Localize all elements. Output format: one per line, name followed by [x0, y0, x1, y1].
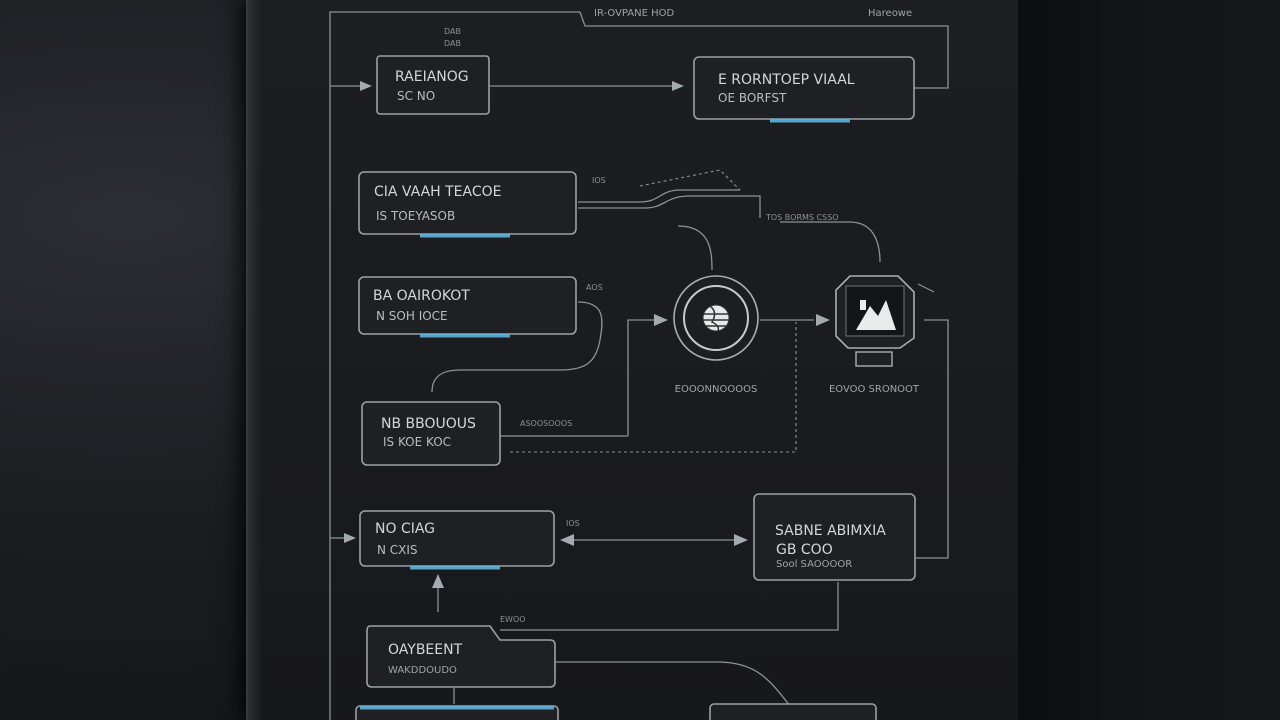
annotation-a4: ASOOSOOOS	[520, 419, 572, 428]
annotation-a5: IOS	[566, 519, 580, 528]
header-top-center: IR-OVPANE HOD	[594, 8, 675, 19]
arrowhead-lower-left	[344, 533, 356, 543]
connector-bottom-to-lower-right	[500, 582, 839, 631]
corner-tag-2: DAB	[444, 39, 461, 48]
annotation-a6: EWOO	[500, 615, 526, 624]
connector-to-circle	[677, 225, 713, 271]
node-top-left[interactable]: RAEIANOG SC NO	[376, 55, 490, 115]
annotation-a3: AOS	[586, 283, 603, 292]
node-mid-left-3-frame	[361, 401, 501, 466]
node-bottom-left-line2: WAKDDOUDO	[388, 665, 457, 676]
board-edge	[246, 0, 262, 720]
node-lower-left-frame	[359, 510, 555, 567]
arrowhead-bidir-right	[734, 534, 748, 546]
node-mid-left-2-frame	[358, 276, 577, 335]
connector-device-to-lower-right	[916, 319, 949, 559]
arrowhead-device	[816, 314, 830, 326]
node-lower-right[interactable]: SABNE ABIMXIA GB COO Sool SAOOOOR	[753, 493, 916, 581]
connector-mid-1a	[578, 189, 740, 203]
node-mid-left-1-line1: CIA VAAH TEACOE	[374, 184, 502, 200]
connector-mid2-loop	[431, 301, 603, 393]
connector-top-loop	[579, 11, 949, 89]
header-top-right: Hareowe	[868, 8, 912, 19]
node-mid-left-2-line1: BA OAIROKOT	[373, 288, 470, 304]
connector-mid-1b	[578, 195, 761, 218]
arrowhead-circle	[654, 314, 668, 326]
circle-node[interactable]: EOOONNOOOOS	[673, 275, 759, 395]
node-top-left-line2: SC NO	[397, 89, 435, 103]
node-top-right[interactable]: E RORNTOEP VIAAL OE BORFST	[693, 56, 915, 123]
connectors	[329, 11, 949, 720]
device-node-antenna	[917, 283, 935, 293]
node-bottom-left[interactable]: OAYBEENT WAKDDOUDO	[366, 625, 556, 688]
node-bottom-edge-left[interactable]	[355, 705, 559, 720]
node-lower-right-line1: SABNE ABIMXIA	[775, 523, 886, 539]
node-top-right-line1: E RORNTOEP VIAAL	[718, 72, 855, 88]
node-mid-left-3-line2: IS KOE KOC	[383, 435, 451, 449]
corner-tag: DAB	[444, 27, 461, 36]
connector-left-spine	[329, 11, 580, 720]
node-bottom-left-frame	[366, 625, 556, 688]
node-lower-right-line3: Sool SAOOOOR	[776, 559, 852, 570]
node-mid-left-1-frame	[358, 171, 577, 235]
device-node[interactable]: EOVOO SRONOOT	[829, 275, 935, 395]
node-top-left-line1: RAEIANOG	[395, 69, 469, 85]
node-lower-left[interactable]: NO CIAG N CXIS	[359, 510, 555, 570]
node-top-right-frame	[693, 56, 915, 120]
background-wall-right	[1018, 0, 1280, 720]
circle-node-label: EOOONNOOOOS	[675, 384, 758, 395]
connector-to-device	[780, 221, 881, 263]
arrowhead-up	[432, 574, 444, 588]
node-bottom-edge-right[interactable]	[709, 703, 877, 720]
node-top-left-frame	[376, 55, 490, 115]
node-lower-right-frame	[753, 493, 916, 581]
arrowheads	[344, 81, 830, 588]
node-mid-left-3[interactable]: NB BBOUOUS IS KOE KOC	[361, 401, 501, 466]
mountain-icon	[856, 300, 896, 330]
node-lower-right-line2: GB COO	[776, 542, 833, 558]
node-mid-left-1-line2: IS TOEYASOB	[376, 209, 455, 223]
arrowhead-top-left	[360, 81, 372, 91]
device-node-stand	[855, 351, 893, 367]
node-mid-left-3-line1: NB BBOUOUS	[381, 416, 476, 432]
node-bottom-left-line1: OAYBEENT	[388, 642, 463, 658]
node-mid-left-1[interactable]: CIA VAAH TEACOE IS TOEYASOB	[358, 171, 577, 238]
node-mid-left-2[interactable]: BA OAIROKOT N SOH IOCE	[358, 276, 577, 338]
arrowhead-bidir-left	[560, 534, 574, 546]
circle-node-inner	[683, 285, 749, 351]
connector-mid3-dashed	[510, 322, 797, 453]
connector-to-circle-in	[627, 319, 654, 436]
connector-mid-1c	[639, 169, 741, 191]
device-node-label: EOVOO SRONOOT	[829, 384, 920, 395]
arrowhead-top-right	[672, 81, 684, 91]
globe-icon	[702, 304, 730, 332]
node-lower-left-line1: NO CIAG	[375, 521, 435, 537]
node-mid-left-2-line2: N SOH IOCE	[376, 309, 448, 323]
annotation-a1: IOS	[592, 176, 606, 185]
node-lower-left-line2: N CXIS	[377, 543, 418, 557]
annotation-a2: TOS BORMS CSSO	[765, 213, 839, 222]
node-top-right-line2: OE BORFST	[718, 91, 787, 105]
